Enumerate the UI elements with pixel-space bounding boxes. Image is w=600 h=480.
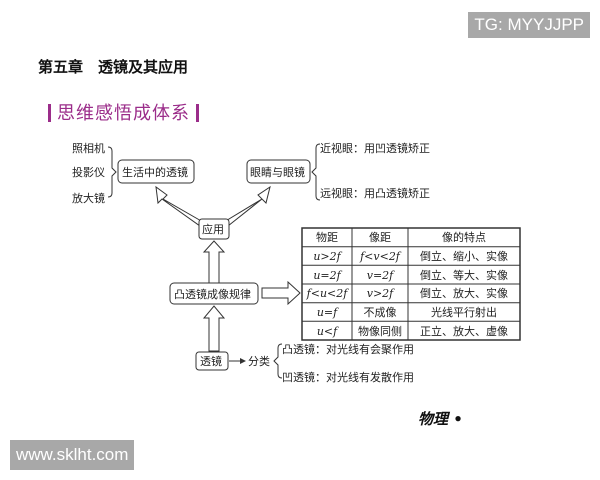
life-lens-label: 生活中的透镜 — [122, 165, 188, 179]
table-header: 像的特点 — [442, 230, 486, 244]
application-box — [198, 218, 230, 240]
brace-right — [311, 143, 321, 201]
eyes-glasses-box — [246, 159, 311, 184]
life-lens-box — [117, 159, 195, 184]
section-heading-text: 思维感悟成体系 — [57, 103, 190, 124]
lens-type: 凸透镜：对光线有会聚作用 — [282, 342, 414, 356]
eye-item: 远视眼：用凸透镜矫正 — [320, 186, 430, 200]
table-header: 物距 — [316, 230, 338, 244]
arrow-to-eyes — [223, 185, 271, 227]
table-cell: 倒立、放大、实像 — [420, 286, 508, 300]
brace-left — [107, 146, 117, 198]
table-cell: 正立、放大、虚像 — [420, 324, 508, 338]
lens-label: 透镜 — [200, 354, 222, 368]
table-cell: 光线平行射出 — [431, 305, 497, 319]
eye-item: 近视眼：用凹透镜矫正 — [320, 141, 430, 155]
application-label: 应用 — [202, 222, 224, 236]
arrow-to-table — [261, 280, 301, 306]
life-item: 投影仪 — [72, 165, 105, 179]
arrow-to-life-lens — [155, 185, 204, 227]
life-item: 照相机 — [72, 141, 105, 155]
arrowhead — [240, 358, 246, 364]
brace-classification — [273, 343, 283, 379]
lens-box — [195, 351, 229, 371]
heading-bar-right — [196, 104, 199, 122]
classification-label: 分类 — [248, 354, 270, 368]
table-cell: 倒立、缩小、实像 — [420, 249, 508, 263]
table-cell: u<f — [317, 325, 339, 338]
table-cell: u>2f — [313, 250, 342, 263]
table-cell: f<u<2f — [306, 287, 350, 300]
life-item: 放大镜 — [72, 191, 105, 205]
imaging-table: 物距 像距 像的特点 u>2f f<v<2f 倒立、缩小、实像 u=2f v=2… — [301, 227, 521, 341]
table-cell: 物像同侧 — [358, 324, 402, 338]
subject-label: 物理 • — [418, 410, 463, 428]
watermark-top: TG: MYYJJPP — [468, 12, 590, 38]
table-cell: 不成像 — [364, 306, 397, 319]
table-cell: v>2f — [367, 287, 395, 300]
heading-bar-left — [48, 104, 51, 122]
table-cell: 倒立、等大、实像 — [420, 268, 508, 282]
eyes-glasses-label: 眼睛与眼镜 — [250, 165, 305, 179]
watermark-bottom: www.sklht.com — [10, 440, 135, 470]
arrow-up-to-convex-rule — [202, 305, 226, 352]
table-header: 像距 — [369, 231, 391, 244]
chapter-title: 第五章 透镜及其应用 — [38, 58, 189, 76]
arrow-up-to-application — [202, 240, 226, 284]
table-cell: v=2f — [367, 269, 395, 282]
table-cell: u=f — [317, 306, 339, 319]
table-cell: u=2f — [313, 269, 342, 282]
convex-rule-box — [169, 282, 259, 305]
table-cell: f<v<2f — [359, 250, 402, 263]
section-heading: 思维感悟成体系 — [42, 99, 205, 125]
lens-type: 凹透镜：对光线有发散作用 — [282, 370, 414, 384]
convex-rule-label: 凸透镜成像规律 — [174, 287, 251, 301]
